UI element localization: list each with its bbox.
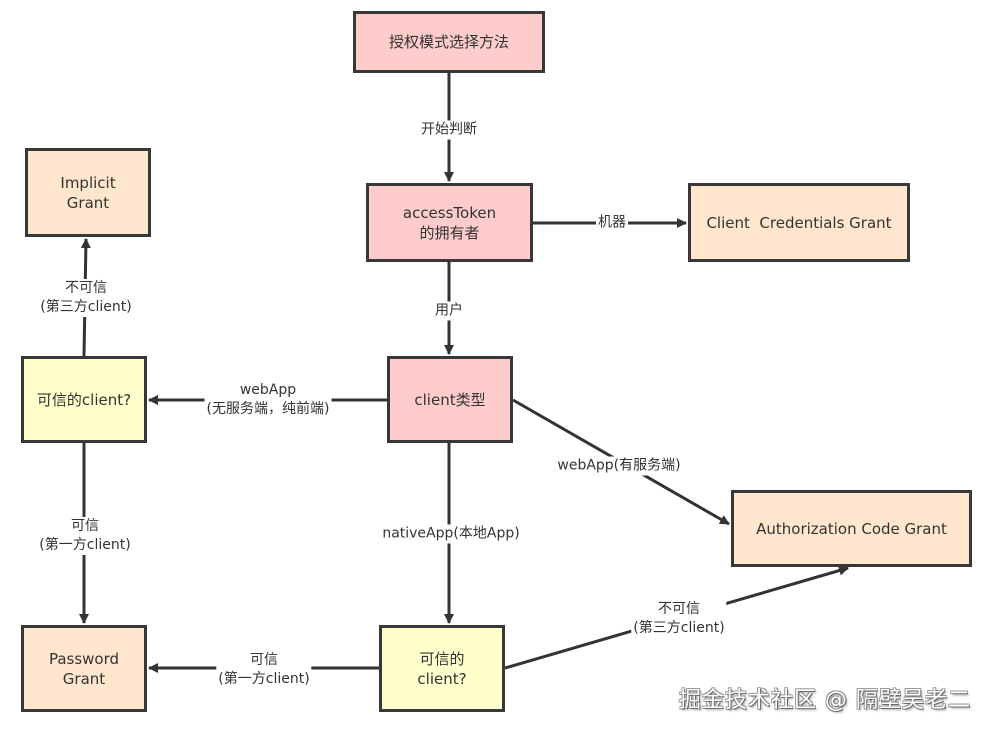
node-implicit-grant: Implicit Grant (25, 148, 151, 237)
node-start: 授权模式选择方法 (353, 11, 545, 73)
node-trusted-native-client: 可信的 client? (379, 625, 505, 712)
label-trusted-web-to-password: 可信 (第一方client) (37, 517, 133, 555)
label-client-type-to-trusted-native: nativeApp(本地App) (380, 524, 522, 544)
watermark: 掘金技术社区 @ 隔壁吴老二 (679, 688, 971, 713)
node-token-owner: accessToken 的拥有者 (366, 183, 533, 262)
label-client-type-to-auth-code: webApp(有服务端) (555, 456, 683, 476)
node-client-type: client类型 (387, 356, 513, 443)
label-trusted-web-to-implicit: 不可信 (第三方client) (38, 279, 134, 317)
label-trusted-native-to-password: 可信 (第一方client) (216, 651, 312, 689)
label-client-type-to-trusted-web: webApp (无服务端，纯前端) (204, 381, 332, 419)
label-trusted-native-to-auth-code: 不可信 (第三方client) (631, 600, 727, 638)
label-start-to-owner: 开始判断 (419, 120, 479, 140)
node-client-credentials-grant: Client Credentials Grant (688, 183, 910, 262)
node-authorization-code-grant: Authorization Code Grant (731, 490, 972, 567)
node-password-grant: Password Grant (21, 625, 147, 712)
label-owner-to-client-credentials: 机器 (596, 213, 628, 233)
node-trusted-web-client: 可信的client? (21, 356, 147, 443)
label-owner-to-client-type: 用户 (433, 301, 465, 321)
